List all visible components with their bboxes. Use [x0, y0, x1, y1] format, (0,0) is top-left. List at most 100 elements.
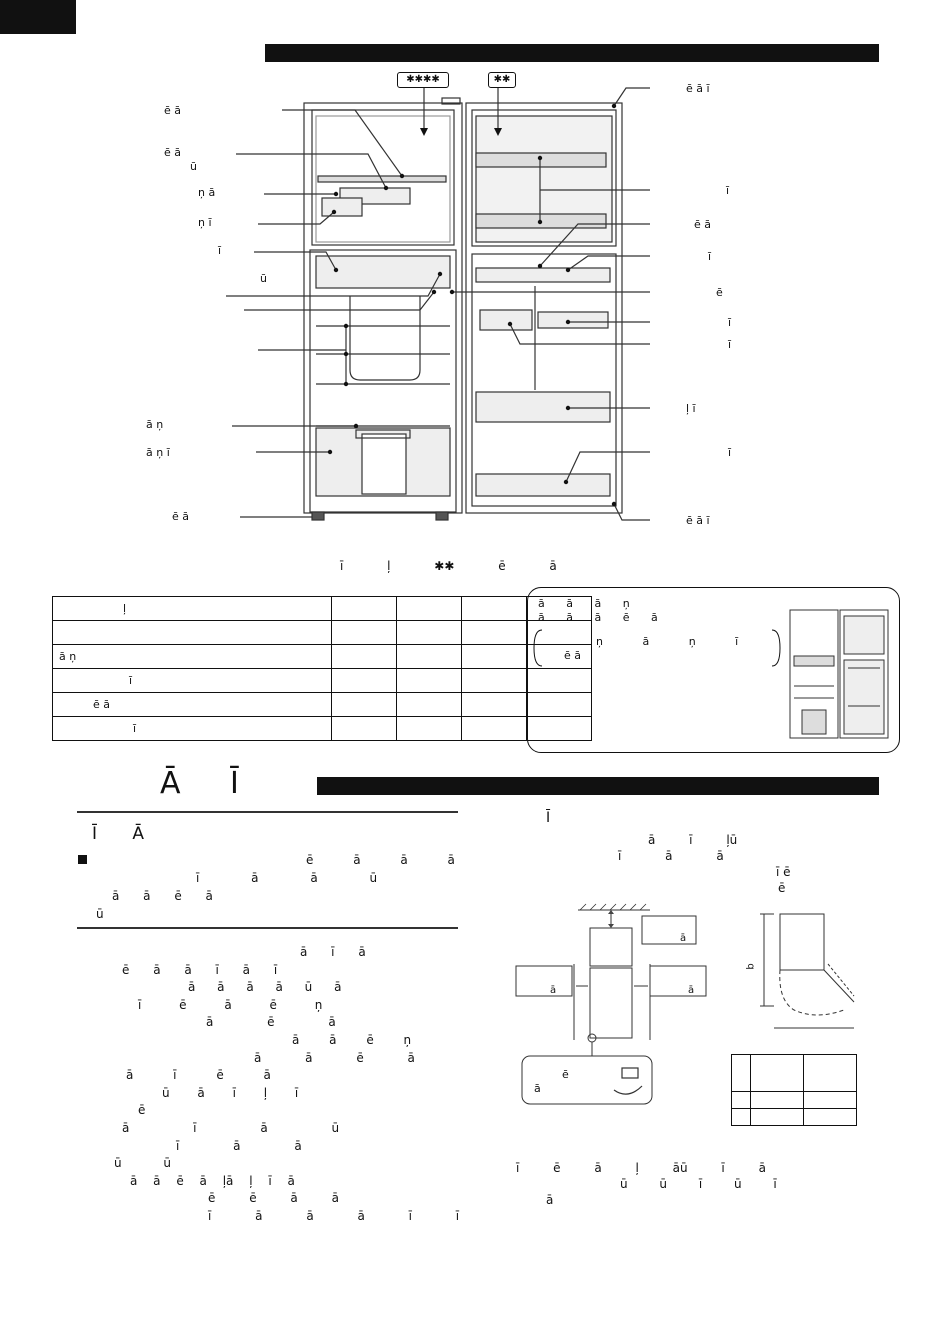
- table-cell: [331, 692, 397, 717]
- table-cell: [731, 1091, 751, 1109]
- table-cell: [750, 1054, 804, 1092]
- table-cell: [731, 1054, 751, 1092]
- table-cell: [331, 620, 397, 645]
- table-cell: [331, 668, 397, 693]
- body-line: ā ā ē ā: [254, 1050, 415, 1065]
- label-left-7: ū: [260, 272, 267, 285]
- body-text: ā ī ā ē ā ā ī ā ī ā ā ā ā ū ā ī ē ā ē ņ …: [112, 944, 472, 1226]
- table-cell: [731, 1108, 751, 1126]
- table-row: ī: [52, 716, 592, 741]
- right-line-3: ī ē: [776, 865, 791, 879]
- table-cell: ī: [52, 668, 332, 693]
- table-cell: [461, 620, 527, 645]
- body-line: ā ā ē ā ļā ļ ī ā: [130, 1173, 295, 1188]
- foot-label-2: ā: [534, 1082, 541, 1095]
- note-line-2: ā ā ā ē ā: [538, 611, 658, 624]
- table-row: ī: [52, 668, 592, 693]
- table-cell: [331, 596, 397, 621]
- label-left-1: ē ā: [164, 104, 182, 117]
- table-cell: [396, 716, 462, 741]
- table-cell: [331, 644, 397, 669]
- section-header-bar: [265, 44, 879, 62]
- bullet-line-3: ā ā ē ā: [112, 889, 213, 903]
- right-title: Ī: [546, 810, 551, 826]
- door-swing-diagram: [760, 913, 855, 1029]
- body-line: ū ū: [114, 1156, 172, 1171]
- subheading: Ī Ā: [92, 824, 145, 844]
- label-left-5: ņ ī: [198, 216, 212, 229]
- note-line-3: ņ ā ņ ī: [596, 635, 739, 648]
- label-right-3: ē ā: [694, 218, 712, 231]
- label-left-10: ē ā: [172, 510, 190, 523]
- top-corner-tab: [0, 0, 76, 34]
- fridge-diagram: [226, 87, 650, 521]
- body-line: ā ī ā ū: [122, 1120, 340, 1135]
- label-right-2: ī: [726, 184, 730, 197]
- table-cell: [461, 716, 527, 741]
- table-cell: [750, 1108, 804, 1126]
- chiller-star-badge: ✱✱: [488, 72, 516, 88]
- label-left-3: ū: [190, 160, 197, 173]
- table-cell: [396, 668, 462, 693]
- section-title: Ā Ī: [160, 766, 259, 801]
- table-cell: [803, 1091, 857, 1109]
- table-cell: [750, 1091, 804, 1109]
- dimension-b-label: b: [745, 963, 757, 970]
- table-cell: [396, 620, 462, 645]
- right-line-4: ē: [778, 881, 786, 895]
- table-row: ā ņ: [52, 644, 592, 669]
- footer-line-1: ī ē ā ļ āū ī ā: [516, 1161, 766, 1175]
- table-cell: [803, 1108, 857, 1126]
- foot-label-1: ē: [562, 1068, 569, 1081]
- note-brackets: [533, 629, 781, 667]
- body-line: ē ē ā ā: [208, 1191, 339, 1206]
- label-left-9: ā ņ ī: [146, 446, 170, 459]
- body-line: ā ā ā ā ū ā: [188, 980, 342, 995]
- table-cell: ē ā: [52, 692, 332, 717]
- label-left-2: ē ā: [164, 146, 182, 159]
- table-cell: [396, 596, 462, 621]
- note-line-4: ē ā: [564, 649, 582, 662]
- table-cell: ā ņ: [52, 644, 332, 669]
- body-line: ī ā ā ā ī ī: [208, 1208, 460, 1223]
- label-left-4: ņ ā: [198, 186, 216, 199]
- table-cell: [526, 716, 592, 741]
- table-cell: [461, 692, 527, 717]
- body-line: ā ā ē ņ: [292, 1032, 412, 1047]
- table-row: [731, 1108, 857, 1126]
- body-line: ā ī ē ā: [126, 1068, 271, 1083]
- body-line: ī ē ā ē ņ: [138, 997, 323, 1012]
- table-cell: [396, 644, 462, 669]
- table-cell: [461, 596, 527, 621]
- bullet-square-icon: [78, 855, 87, 864]
- bullet-line-4: ū: [96, 907, 104, 921]
- body-line: ā ē ā: [206, 1015, 336, 1030]
- label-right-4: ī: [708, 250, 712, 263]
- footer-line-3: ā: [546, 1193, 554, 1207]
- table-row: [731, 1054, 857, 1092]
- clearance-label-left: ā: [550, 985, 557, 996]
- label-right-10: ē ā ī: [686, 514, 710, 527]
- bullet-line-2: ī ā ā ū: [196, 871, 378, 885]
- table-row: ļ: [52, 596, 592, 621]
- right-line-2: ī ā ā: [618, 849, 724, 863]
- label-left-6: ī: [218, 244, 222, 257]
- diagram-caption: ī ļ ✱✱ ē ā: [340, 559, 557, 573]
- divider-top: [77, 811, 458, 813]
- body-line: ū ā ī ļ ī: [162, 1085, 299, 1100]
- fridge-thumbnail-icon: [789, 609, 889, 739]
- body-line: ē ā ā ī ā ī: [122, 962, 278, 977]
- table-cell: ļ: [52, 596, 332, 621]
- table-cell: [52, 620, 332, 645]
- table-cell: [461, 644, 527, 669]
- label-right-5: ē: [716, 286, 723, 299]
- table-cell: [803, 1054, 857, 1092]
- installation-clearance-diagram: [515, 903, 707, 1105]
- spec-table: ļ ā ņ ī ē ā ī: [52, 596, 592, 741]
- table-cell: ī: [52, 716, 332, 741]
- table-cell: [461, 668, 527, 693]
- table-cell: [396, 692, 462, 717]
- footer-line-2: ū ū ī ū ī: [620, 1177, 777, 1191]
- dimension-table: [731, 1054, 857, 1126]
- note-line-1: ā ā ā ņ: [538, 597, 630, 610]
